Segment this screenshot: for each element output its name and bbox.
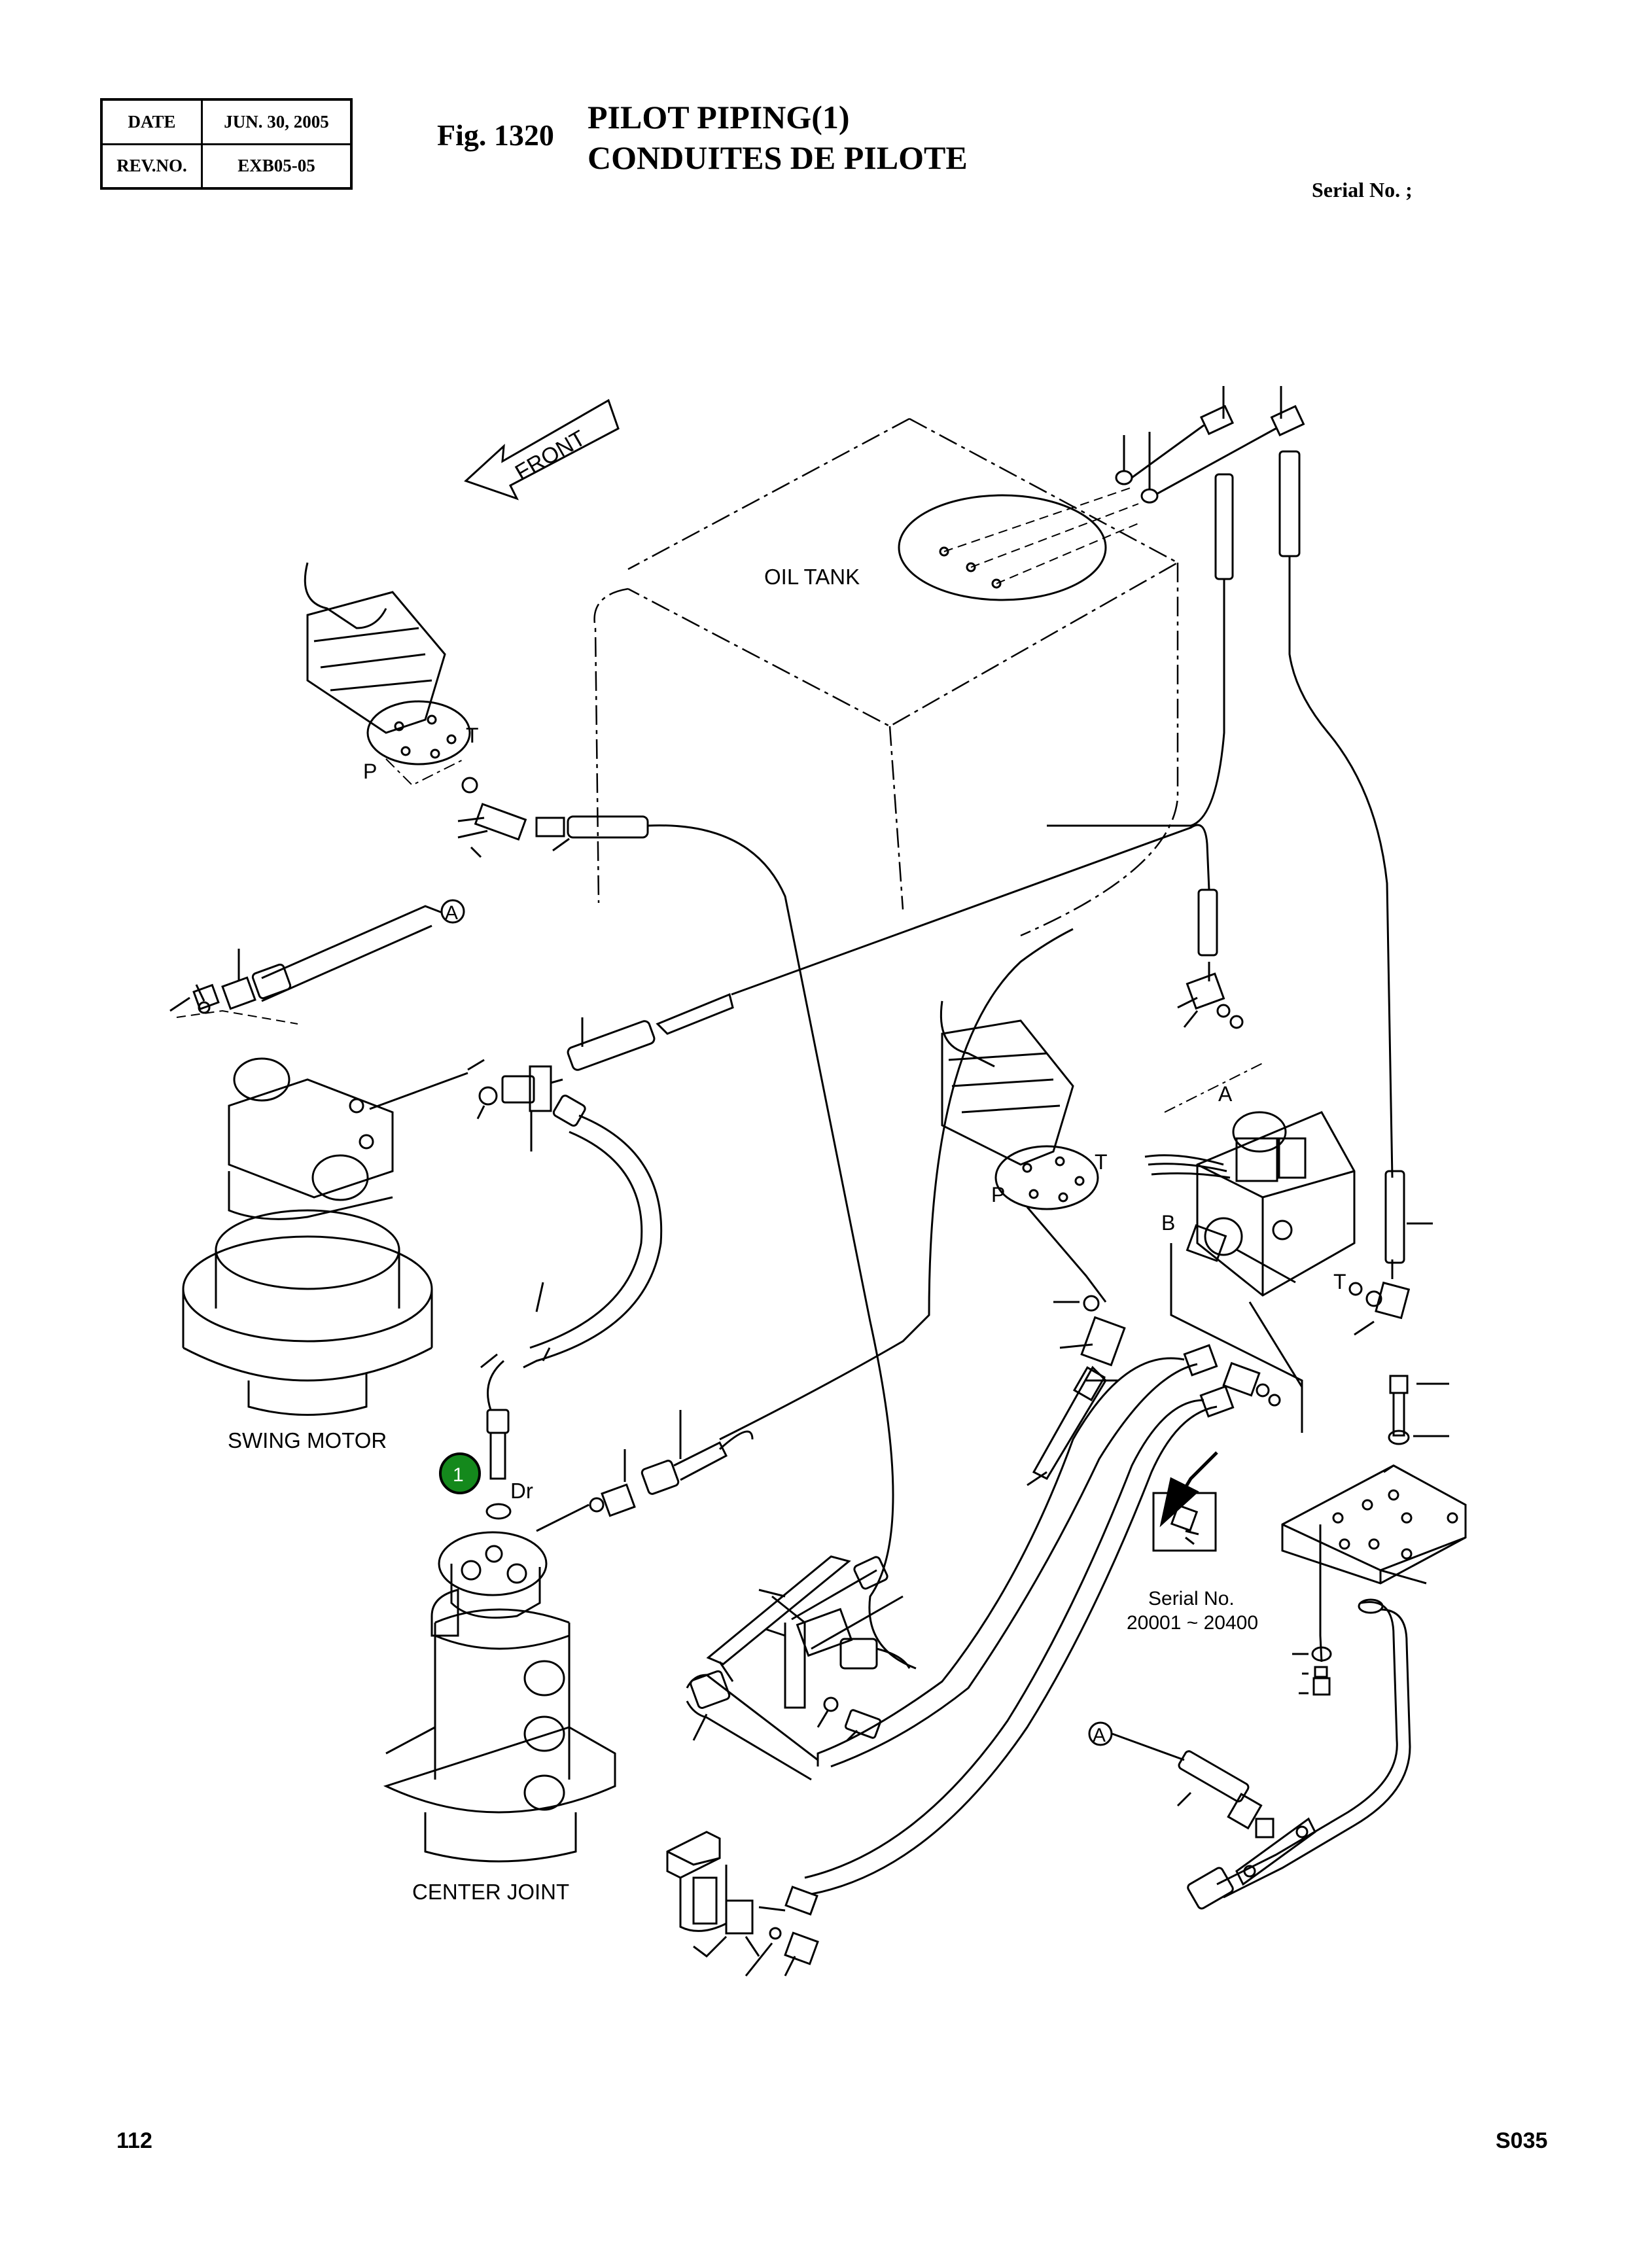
page-title-english: PILOT PIPING(1)	[588, 99, 850, 135]
revision-info-table: DATE JUN. 30, 2005 REV.NO. EXB05-05	[100, 98, 353, 190]
swing-motor	[176, 1010, 485, 1416]
left-control-lever	[304, 562, 471, 786]
swing-motor-fittings	[476, 824, 1244, 1151]
callout-1[interactable]: 1	[439, 1452, 481, 1494]
valve-port-b: B	[1161, 1211, 1175, 1235]
center-joint	[383, 1503, 616, 1863]
bottom-pedal-valve	[666, 1831, 819, 1977]
date-value: JUN. 30, 2005	[201, 98, 353, 145]
left-lever-port-p: P	[363, 760, 377, 783]
pedal-hose-fittings	[686, 1365, 1107, 1781]
pedal-hoses	[804, 1344, 1281, 1895]
center-joint-fittings	[589, 928, 1074, 1517]
oil-tank-label: OIL TANK	[764, 565, 860, 589]
cap-hole-1	[939, 546, 949, 557]
serial-number-label: Serial No. ;	[1312, 178, 1413, 202]
swing-motor-hose-a	[169, 905, 443, 1014]
cap-hole-3	[991, 578, 1002, 589]
date-label: DATE	[100, 98, 203, 145]
left-lever-port-t: T	[466, 724, 479, 747]
valve-port-a: A	[1218, 1082, 1233, 1106]
rev-value: EXB05-05	[201, 143, 353, 190]
solenoid-valve	[1144, 1063, 1433, 1433]
page-code: S035	[1496, 2128, 1548, 2153]
swing-motor-drain-hose	[480, 1095, 663, 1480]
inset-serial-range: 20001 ~ 20400	[1127, 1612, 1258, 1634]
right-control-lever	[940, 1000, 1126, 1367]
inset-serial-label: Serial No.	[1148, 1588, 1235, 1609]
oil-tank-cap	[898, 494, 1107, 601]
serial-variant-inset	[1152, 1451, 1218, 1552]
mounting-plate	[1281, 1375, 1467, 1696]
valve-port-t: T	[1333, 1270, 1346, 1293]
ref-a-top-circle	[440, 899, 465, 924]
tank-return-fittings	[1047, 386, 1394, 1178]
figure-number: Fig. 1320	[437, 118, 554, 152]
page-title-french: CONDUITES DE PILOTE	[588, 139, 968, 176]
ref-a-bottom-tube	[1112, 1598, 1411, 1910]
left-lever-fittings	[457, 777, 917, 1670]
right-lever-port-p: P	[991, 1183, 1005, 1206]
right-lever-port-t: T	[1095, 1150, 1108, 1174]
ref-a-top-label: A	[445, 902, 458, 924]
drain-port-label: Dr	[510, 1479, 533, 1503]
front-arrow: FRONT	[464, 398, 620, 501]
page-number: 112	[116, 2128, 152, 2153]
ref-a-bottom-circle	[1088, 1721, 1113, 1746]
callout-1-number[interactable]: 1	[453, 1464, 464, 1486]
callout-1-circle[interactable]	[439, 1452, 481, 1494]
center-joint-label: CENTER JOINT	[412, 1880, 569, 1904]
ref-a-bottom-label: A	[1093, 1725, 1106, 1746]
oil-tank	[593, 417, 1180, 937]
cap-hole-2	[966, 562, 976, 572]
swing-motor-label: SWING MOTOR	[228, 1428, 387, 1452]
rev-label: REV.NO.	[100, 143, 203, 190]
